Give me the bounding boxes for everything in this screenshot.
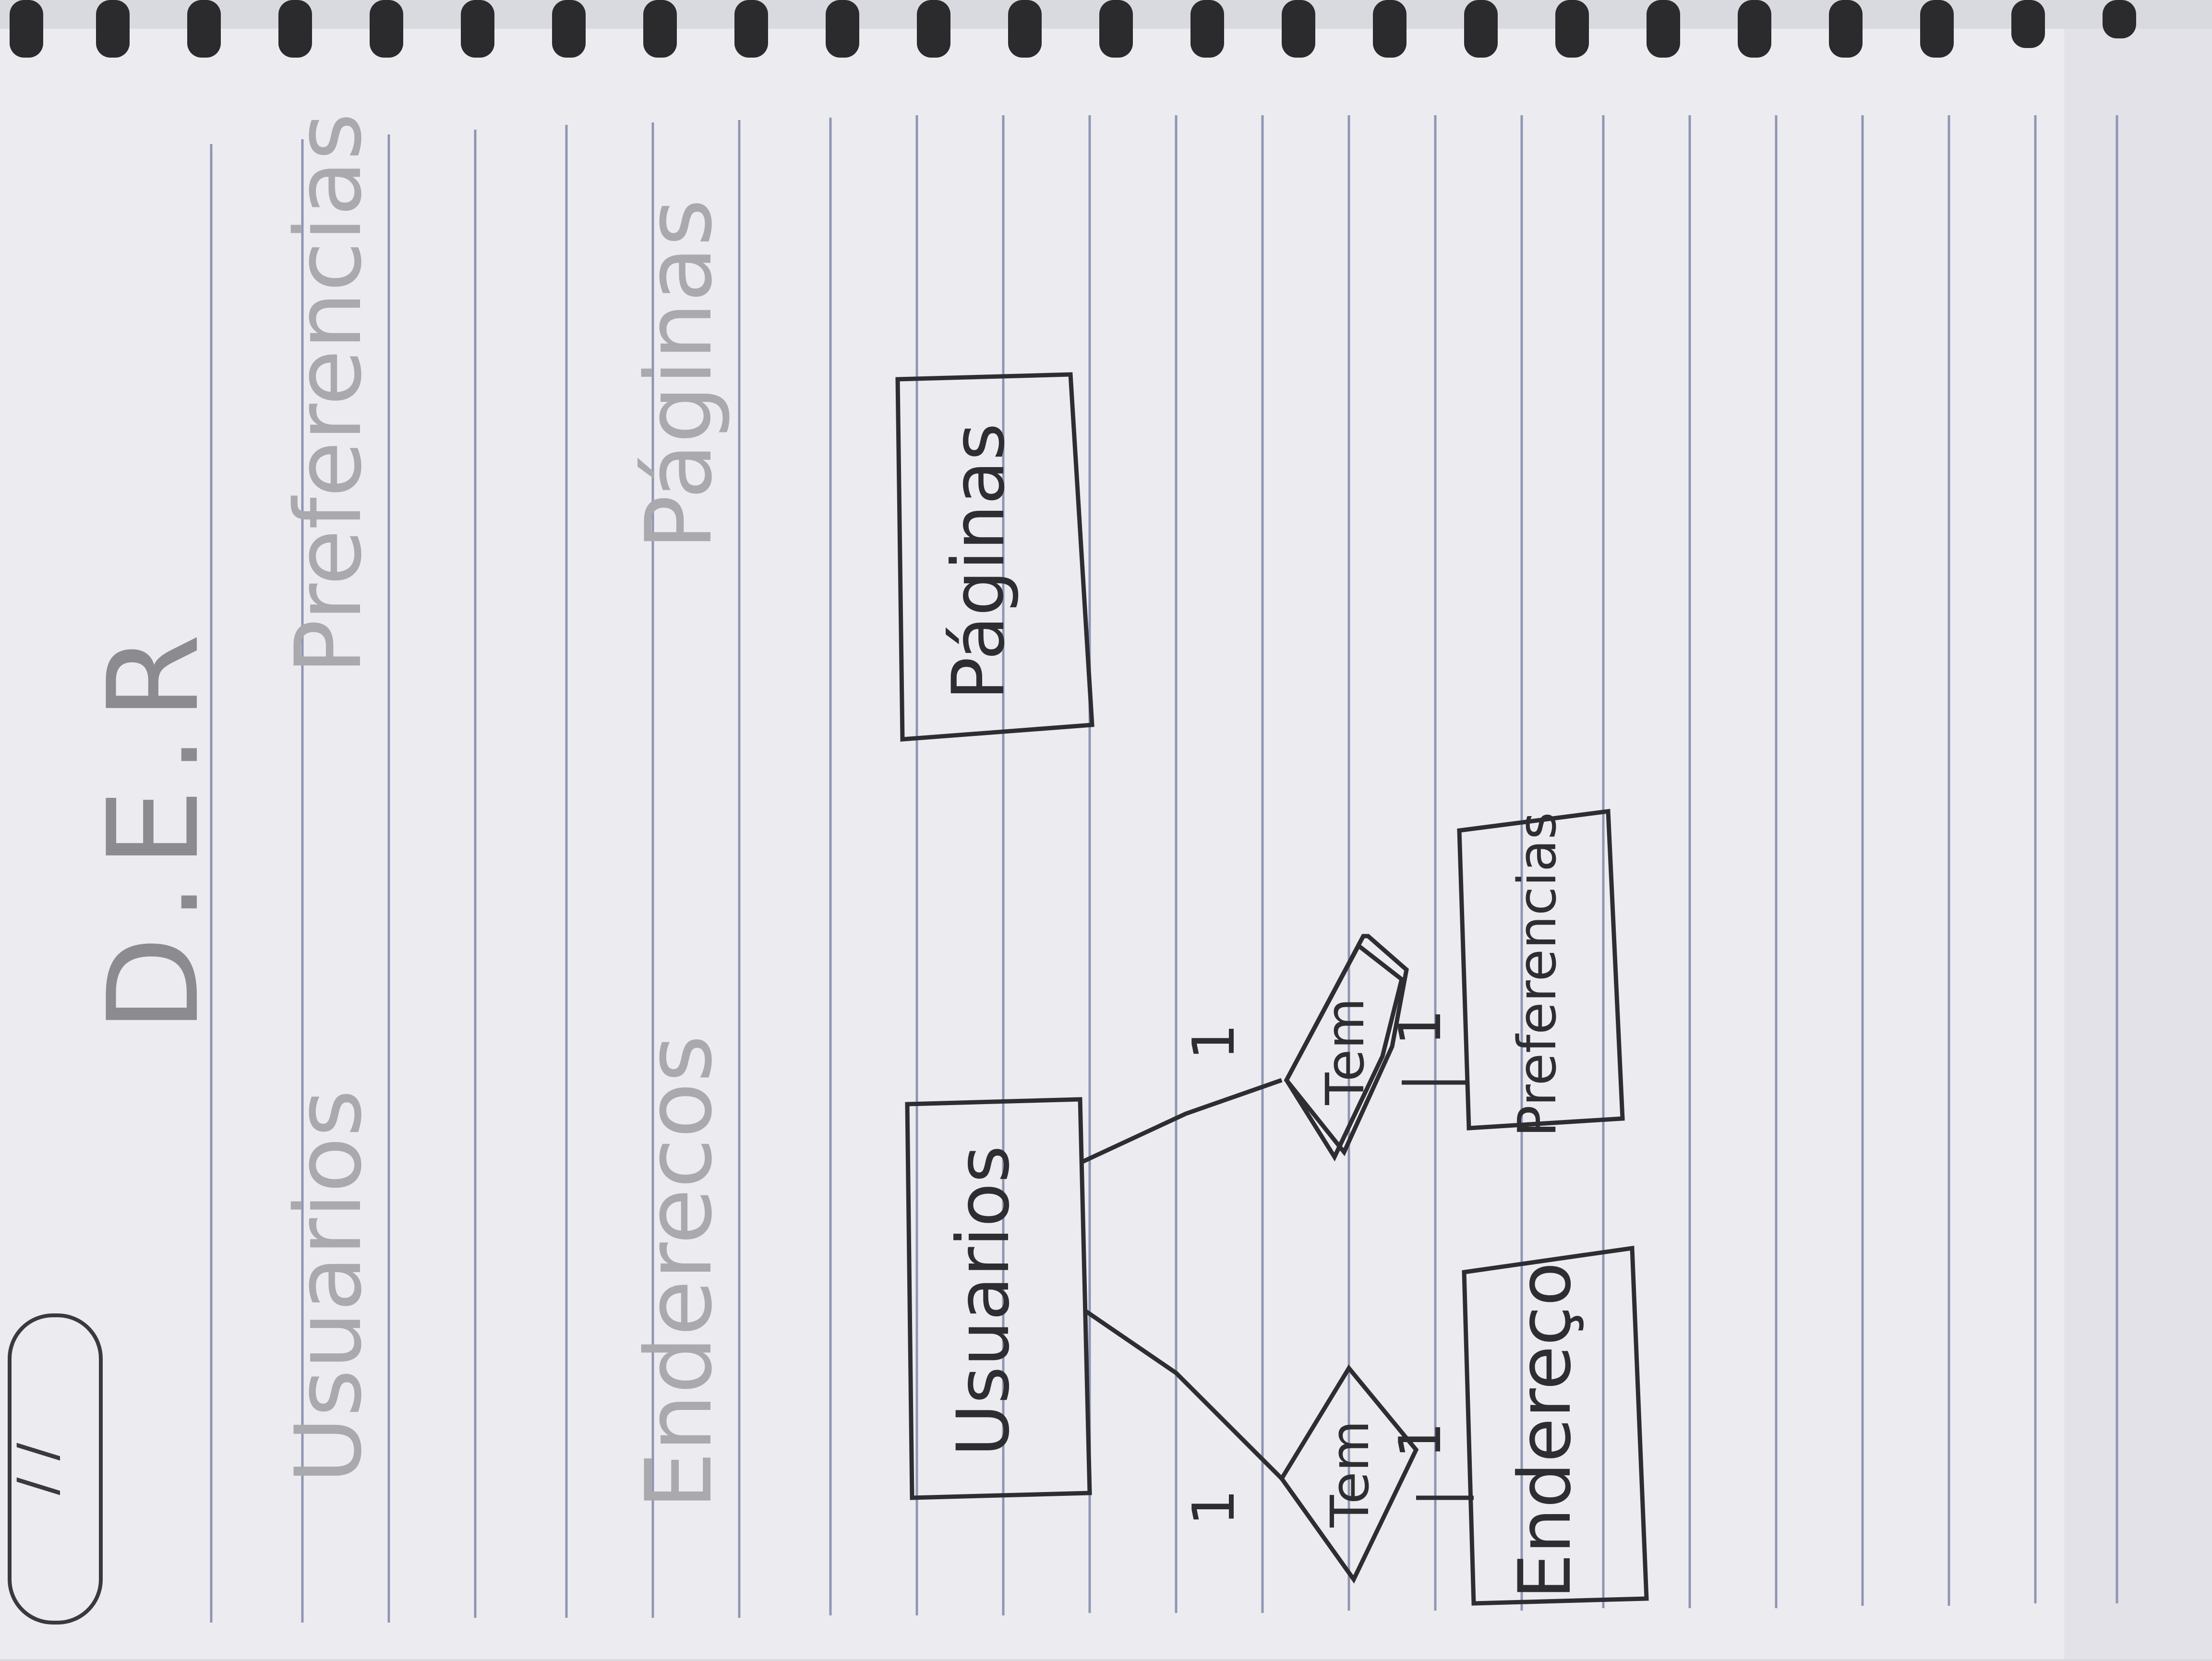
ruled-lines: [210, 115, 2118, 1623]
relationship-tem-preferencias-label: Tem: [1314, 998, 1376, 1105]
cardinality-tem-pref-preferencias: 1: [1387, 1009, 1454, 1046]
page-title: D.E.R: [82, 619, 227, 1032]
entity-enderecos: [1462, 1245, 1649, 1606]
pencil-note-usuarios: Usuarios: [276, 1089, 382, 1483]
connector-usuarios-tem-end: [1083, 1309, 1284, 1480]
date-box-text: / /: [6, 1443, 68, 1495]
connector-usuarios-tem-pref: [1082, 1078, 1283, 1164]
pencil-note-preferencias: Preferencias: [276, 113, 382, 674]
cardinality-usuarios-tem-pref: 1: [1181, 1023, 1248, 1060]
entity-preferencias-label: Preferencias: [1506, 812, 1568, 1137]
entity-usuarios: [905, 1097, 1092, 1500]
relationship-tem-enderecos: [1279, 1364, 1419, 1584]
relationship-tem-preferencias: [1284, 934, 1409, 1162]
entity-usuarios-label: Usuarios: [942, 1145, 1025, 1456]
paper-sheet: [0, 29, 2212, 1659]
cardinality-usuarios-tem-end: 1: [1181, 1489, 1248, 1526]
entity-paginas-label: Páginas: [937, 423, 1021, 700]
pencil-note-paginas: Páginas: [626, 199, 732, 550]
date-box: / /: [6, 1313, 103, 1625]
entity-enderecos-label: Endereço: [1503, 1262, 1587, 1599]
spiral-binding: [10, 0, 2136, 58]
paper-shadow: [2064, 29, 2212, 1659]
cardinality-tem-end-enderecos: 1: [1387, 1422, 1454, 1458]
relationship-tem-enderecos-label: Tem: [1319, 1420, 1381, 1528]
pencil-note-enderecos: Enderecos: [626, 1035, 732, 1510]
er-diagram: [895, 372, 1649, 1606]
entity-preferencias: [1457, 808, 1625, 1131]
entity-paginas: [895, 372, 1094, 742]
